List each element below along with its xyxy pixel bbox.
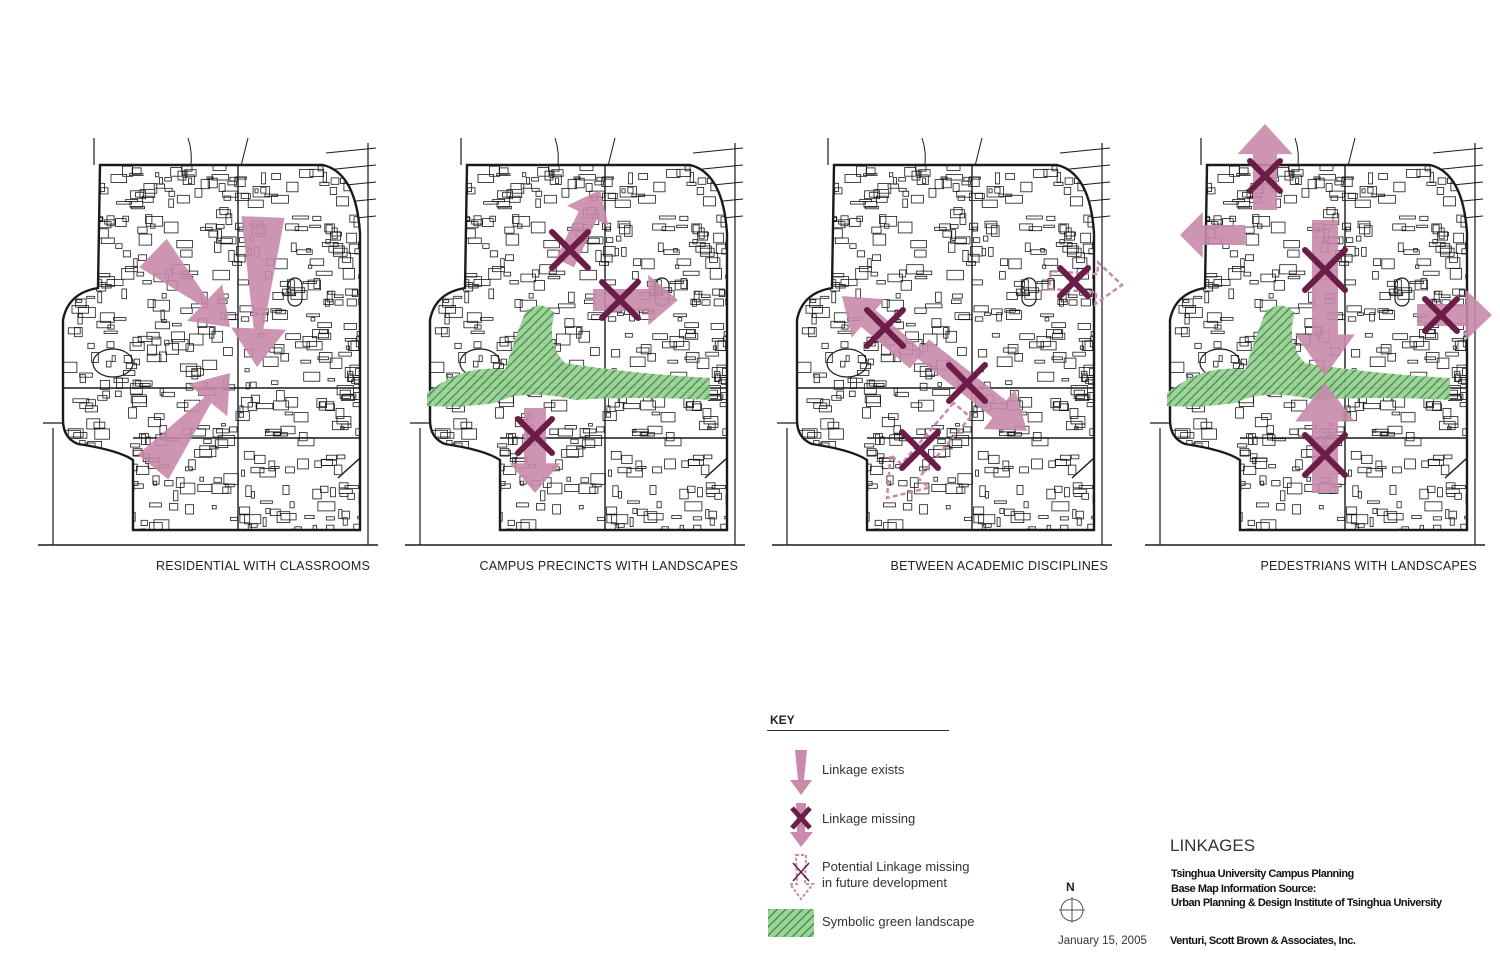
- pink-arrow-icon: [790, 750, 812, 795]
- drawing-date: January 15, 2005: [1058, 935, 1147, 947]
- map-panel-pedestrians: [1145, 124, 1492, 546]
- linkage-arrow: [137, 373, 230, 480]
- road: [43, 138, 369, 545]
- parking-line: [1432, 147, 1484, 154]
- missing-linkage-cross: [946, 362, 988, 404]
- firm-name: Venturi, Scott Brown & Associates, Inc.: [1170, 935, 1356, 947]
- key-label-linkage-exists: Linkage exists: [822, 762, 905, 777]
- key-label-potential-linkage: Potential Linkage missing in future deve…: [822, 859, 969, 891]
- linkage-arrow: [1295, 220, 1355, 376]
- missing-linkage-cross: [899, 429, 941, 471]
- campus-base-map: [772, 137, 1112, 546]
- map-panel-disciplines: [772, 137, 1124, 546]
- stadium: [92, 348, 134, 378]
- campus-base-map: [38, 137, 378, 546]
- missing-linkage-cross: [1302, 432, 1348, 478]
- linkage-arrow: [1295, 383, 1355, 493]
- source-notes: Tsinghua University Campus Planning Base…: [1171, 867, 1442, 911]
- linkage-arrow: [593, 274, 678, 326]
- key-label-line: Potential Linkage missing: [822, 859, 970, 874]
- linkage-arrow: [509, 408, 561, 493]
- key-label-line: in future development: [822, 875, 948, 890]
- parking-line: [692, 147, 744, 154]
- green-landscape: [427, 305, 710, 407]
- panel-caption: BETWEEN ACADEMIC DISCIPLINES: [890, 559, 1108, 573]
- crossed-arrow-icon: [790, 803, 813, 847]
- track: [1021, 277, 1037, 307]
- linkage-arrow: [1237, 124, 1293, 210]
- linkage-arrow: [1180, 212, 1245, 258]
- stadium: [826, 348, 868, 378]
- missing-linkage-cross: [549, 229, 591, 271]
- panel-caption: RESIDENTIAL WITH CLASSROOMS: [156, 559, 370, 573]
- track: [1394, 277, 1410, 307]
- dashed-crossed-arrow-icon: [788, 854, 816, 901]
- road: [1150, 138, 1476, 545]
- road: [777, 138, 1103, 545]
- missing-linkage-cross: [1247, 158, 1283, 194]
- missing-linkage-cross: [864, 307, 906, 349]
- missing-linkage-cross: [1057, 265, 1091, 299]
- potential-linkage-arrow: [1048, 259, 1124, 307]
- potential-linkage-arrow: [885, 401, 973, 500]
- linkage-arrow: [139, 238, 230, 327]
- linkage-arrow: [231, 216, 287, 367]
- key-title: KEY: [770, 713, 795, 727]
- parking-line: [1059, 147, 1111, 154]
- project-name: Tsinghua University Campus Planning: [1171, 868, 1354, 880]
- green-landscape: [1167, 305, 1450, 407]
- parking-line: [325, 147, 377, 154]
- key-label-green-landscape: Symbolic green landscape: [822, 914, 975, 929]
- missing-linkage-cross: [515, 416, 555, 456]
- north-arrow-icon: [1059, 897, 1085, 923]
- missing-linkage-cross: [1422, 296, 1460, 334]
- source-label: Base Map Information Source:: [1171, 882, 1316, 895]
- source-name: Urban Planning & Design Institute of Tsi…: [1171, 897, 1442, 909]
- key-divider: [767, 730, 949, 731]
- linkage-arrow: [1417, 289, 1492, 341]
- road: [797, 165, 1094, 530]
- panel-caption: CAMPUS PRECINCTS WITH LANDSCAPES: [479, 559, 738, 573]
- north-label: N: [1066, 880, 1075, 894]
- missing-linkage-cross: [1302, 247, 1348, 293]
- green-hatch-icon: [768, 909, 814, 937]
- map-panel-precincts: [405, 137, 745, 546]
- drawing-title: LINKAGES: [1170, 836, 1256, 855]
- missing-linkage-cross: [599, 279, 641, 321]
- key-label-linkage-missing: Linkage missing: [822, 811, 916, 826]
- track: [287, 277, 303, 307]
- map-panel-residential: [38, 137, 378, 546]
- road: [410, 138, 736, 545]
- campus-base-map: [405, 137, 745, 546]
- panel-caption: PEDESTRIANS WITH LANDSCAPES: [1260, 559, 1477, 573]
